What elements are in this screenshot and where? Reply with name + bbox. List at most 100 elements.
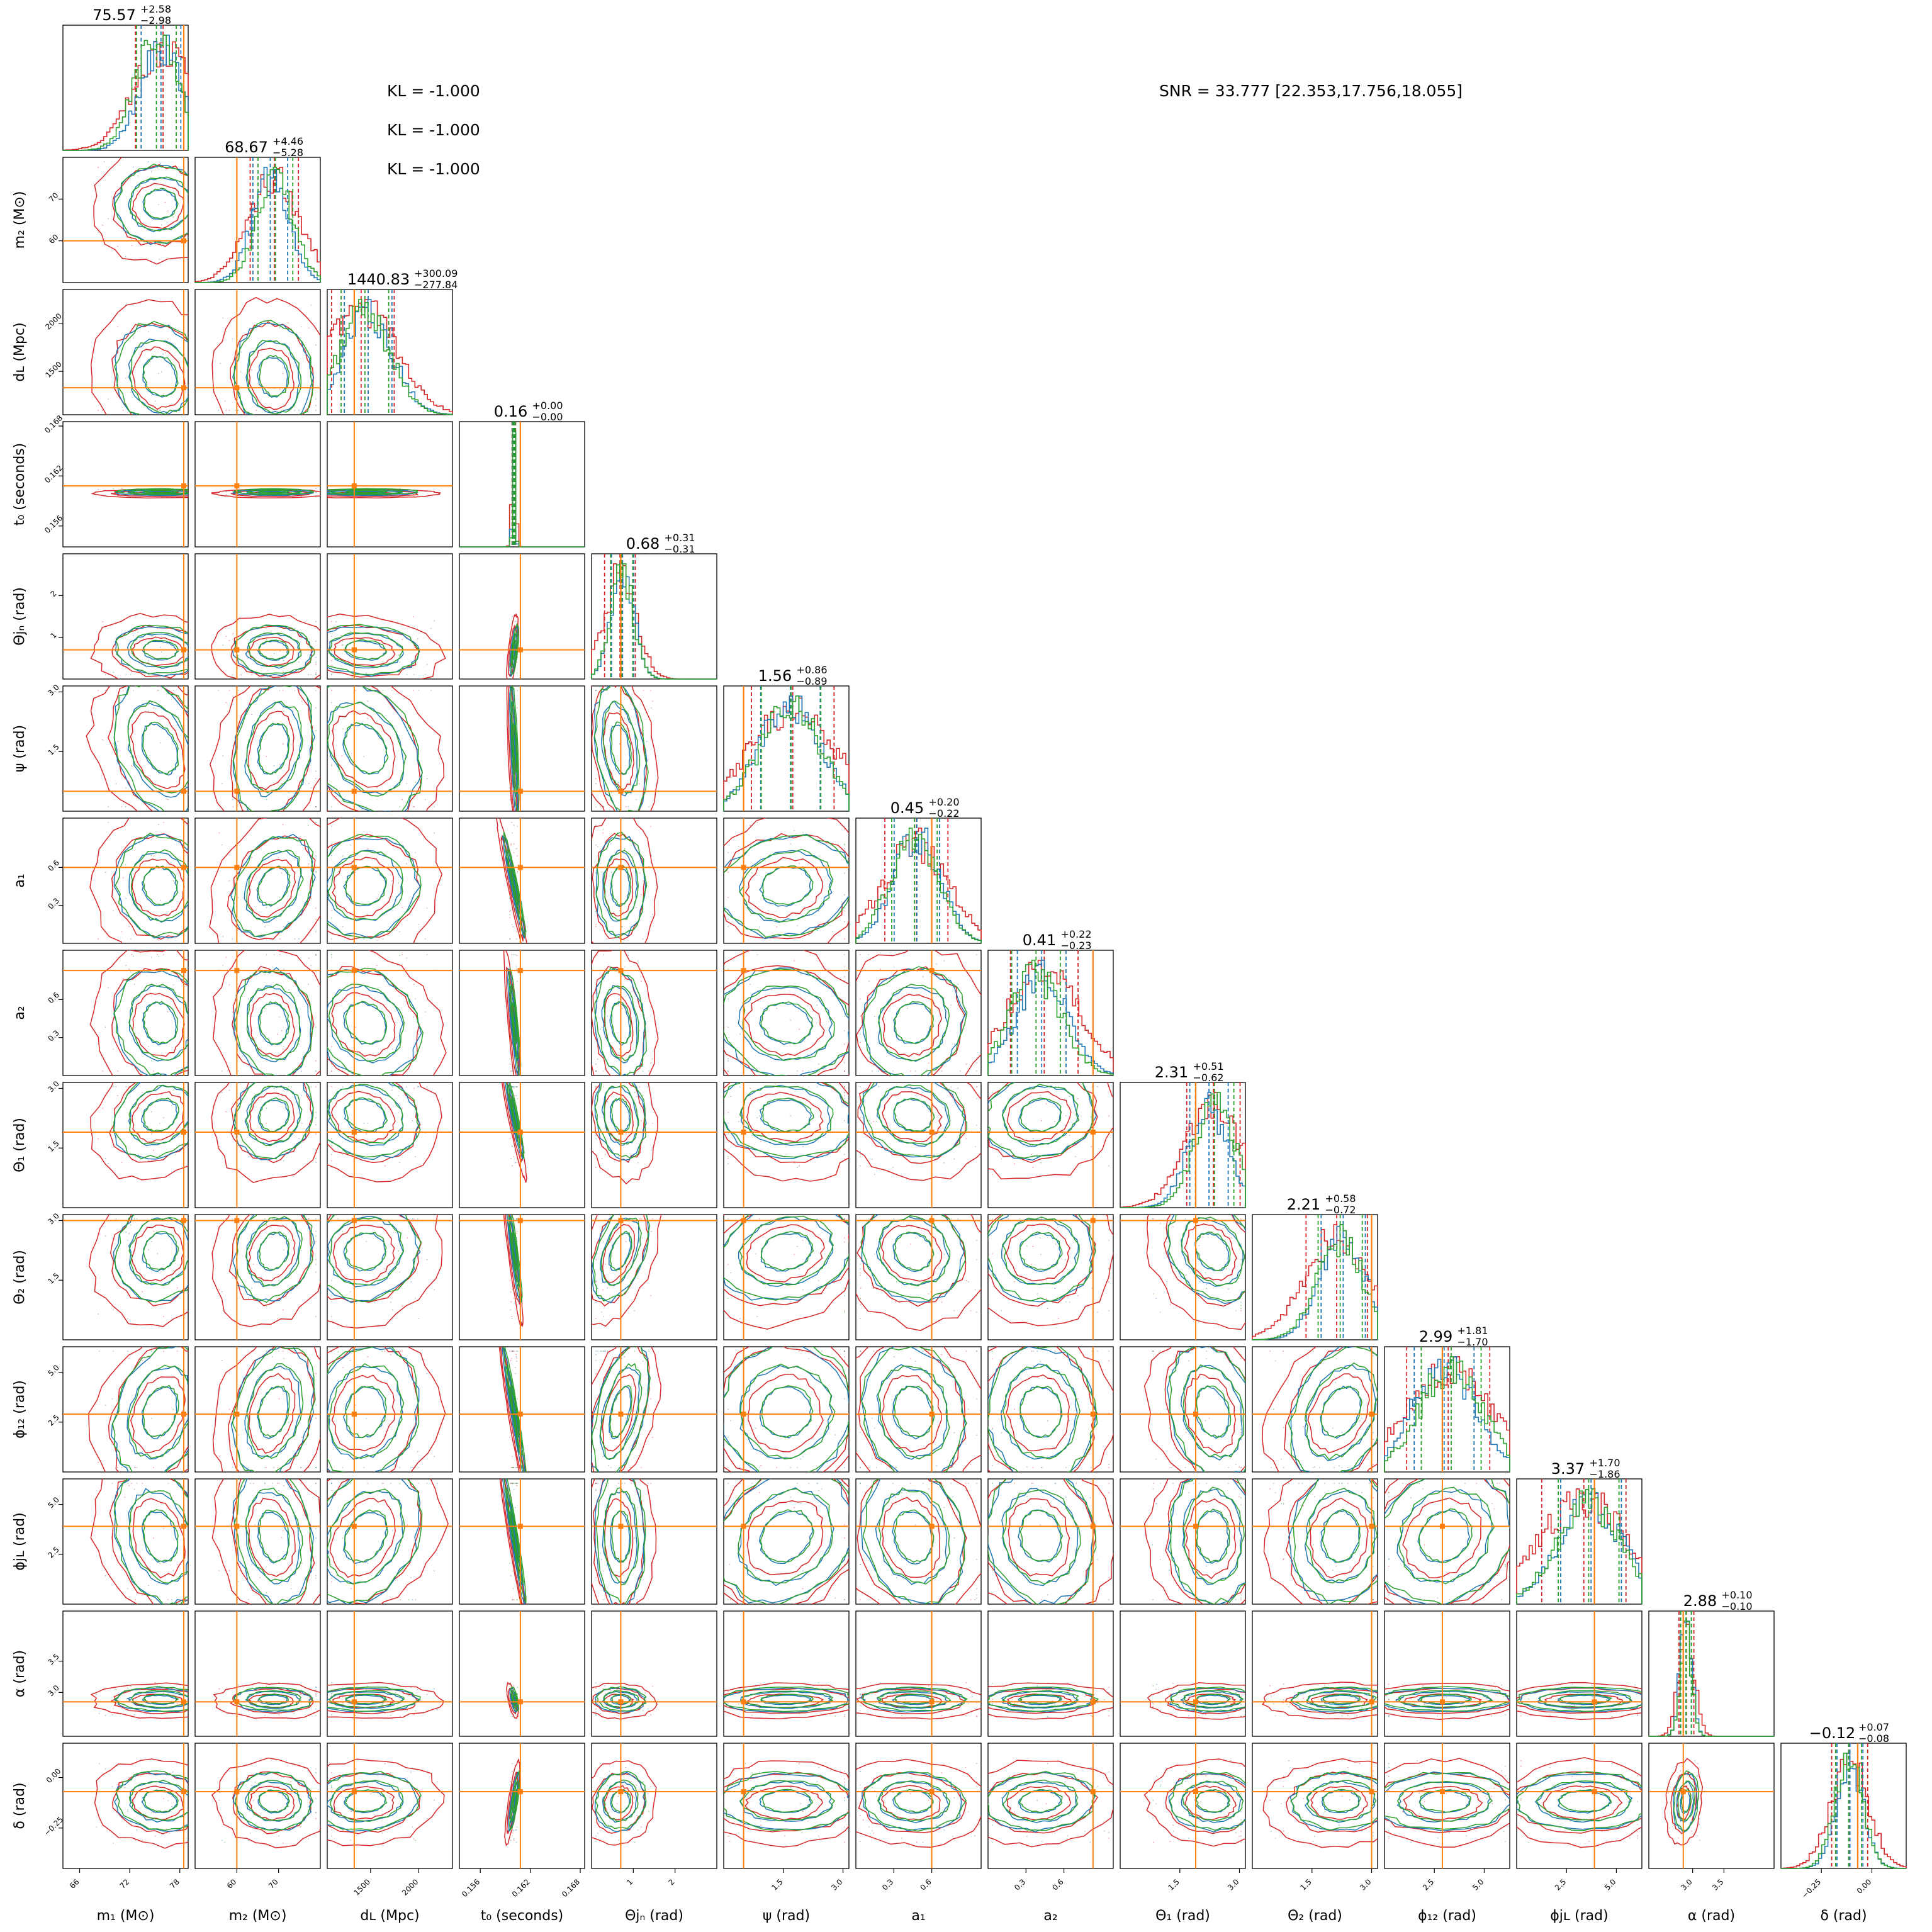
sample-point [727,1599,729,1600]
sample-point [417,638,418,640]
sample-point [331,1008,333,1009]
sample-point [1090,1467,1092,1468]
sample-point [225,491,227,493]
sample-point [1558,1787,1560,1789]
sample-point [1561,1787,1563,1789]
sample-point [967,1163,969,1165]
sample-point [133,1714,135,1716]
sample-point [1084,1696,1086,1698]
sample-point [727,1058,729,1060]
sample-point [1064,1715,1066,1717]
contour-series-3 [878,1215,951,1286]
sample-point [636,1814,637,1816]
sample-point [1206,1565,1207,1567]
sample-point [1065,1301,1067,1303]
sample-point [104,1768,106,1770]
sample-point [624,966,626,968]
sample-point [509,1138,511,1140]
sample-point [515,1356,517,1358]
sample-point [412,1218,413,1220]
sample-point [1324,1684,1326,1686]
sample-point [513,1156,515,1158]
sample-point [910,1708,911,1710]
posterior-upper-error: +0.51 [1193,1060,1224,1072]
sample-point [634,1432,636,1434]
sample-point [727,1297,729,1299]
sample-point [515,1351,517,1352]
contour-series-2 [988,1772,1096,1833]
sample-point [727,1086,729,1087]
sample-point [147,161,149,162]
sample-point [625,1133,627,1135]
sample-point [1493,1682,1495,1684]
sample-point [142,1483,143,1484]
sample-point [1449,1692,1451,1693]
sample-point [331,1695,332,1697]
contour-series-2 [1320,1510,1360,1563]
sample-point [965,1682,967,1683]
sample-point [310,304,312,306]
contour-panel-delta-vs-phi_jl [1516,1743,1643,1869]
sample-point [515,1483,517,1484]
sample-point [250,1832,252,1834]
sample-point [278,1483,280,1484]
contour-series-3 [143,490,179,493]
sample-point [1230,1818,1232,1820]
sample-point [1388,1504,1390,1506]
sample-point [131,765,133,767]
sample-point [1238,1836,1240,1837]
contour-series-2 [875,1216,950,1286]
truth-marker [351,789,357,794]
contour-series-2 [1384,1479,1510,1604]
contour-series-3 [327,1084,404,1144]
sample-point [729,1563,731,1565]
sample-point [817,911,819,912]
contour-series-3 [258,722,290,775]
sample-point [251,674,252,675]
sample-point [510,1781,512,1783]
hist-series-1 [327,299,453,415]
truth-marker [1369,1699,1374,1705]
sample-point [331,1785,332,1787]
sample-point [603,954,605,955]
sample-point [1054,1351,1056,1352]
sample-point [860,1483,861,1484]
sample-point [624,1483,626,1484]
sample-point [914,1095,916,1096]
sample-point [844,1120,845,1121]
contour-series-1 [1184,1373,1237,1454]
sample-point [1281,1458,1283,1460]
sample-point [967,1703,969,1705]
sample-point [1108,1115,1109,1117]
hist-series-3 [1252,1224,1378,1340]
sample-point [516,1357,517,1359]
sample-point [1505,1565,1506,1566]
sample-point [760,1141,762,1142]
sample-point [844,1770,845,1772]
sample-point [1283,1467,1284,1468]
sample-point [509,1682,511,1683]
sample-point [636,1784,637,1786]
sample-point [868,1120,870,1121]
sample-point [512,1467,514,1468]
sample-point [150,1240,152,1242]
sample-point [595,1138,597,1140]
truth-marker [517,1524,523,1529]
sample-point [1303,1426,1304,1428]
sample-point [600,1165,601,1167]
sample-point [595,872,597,873]
sample-point [759,1771,761,1773]
sample-point [331,690,333,691]
sample-point [516,938,517,940]
sample-point [511,1770,513,1772]
sample-point [99,1351,100,1352]
sample-point [976,1351,977,1352]
sample-point [218,1146,220,1148]
sample-point [240,371,242,373]
sample-point [794,960,795,962]
sample-point [600,806,601,807]
sample-point [602,828,604,830]
truth-marker [351,647,357,653]
sample-point [1373,1355,1374,1357]
